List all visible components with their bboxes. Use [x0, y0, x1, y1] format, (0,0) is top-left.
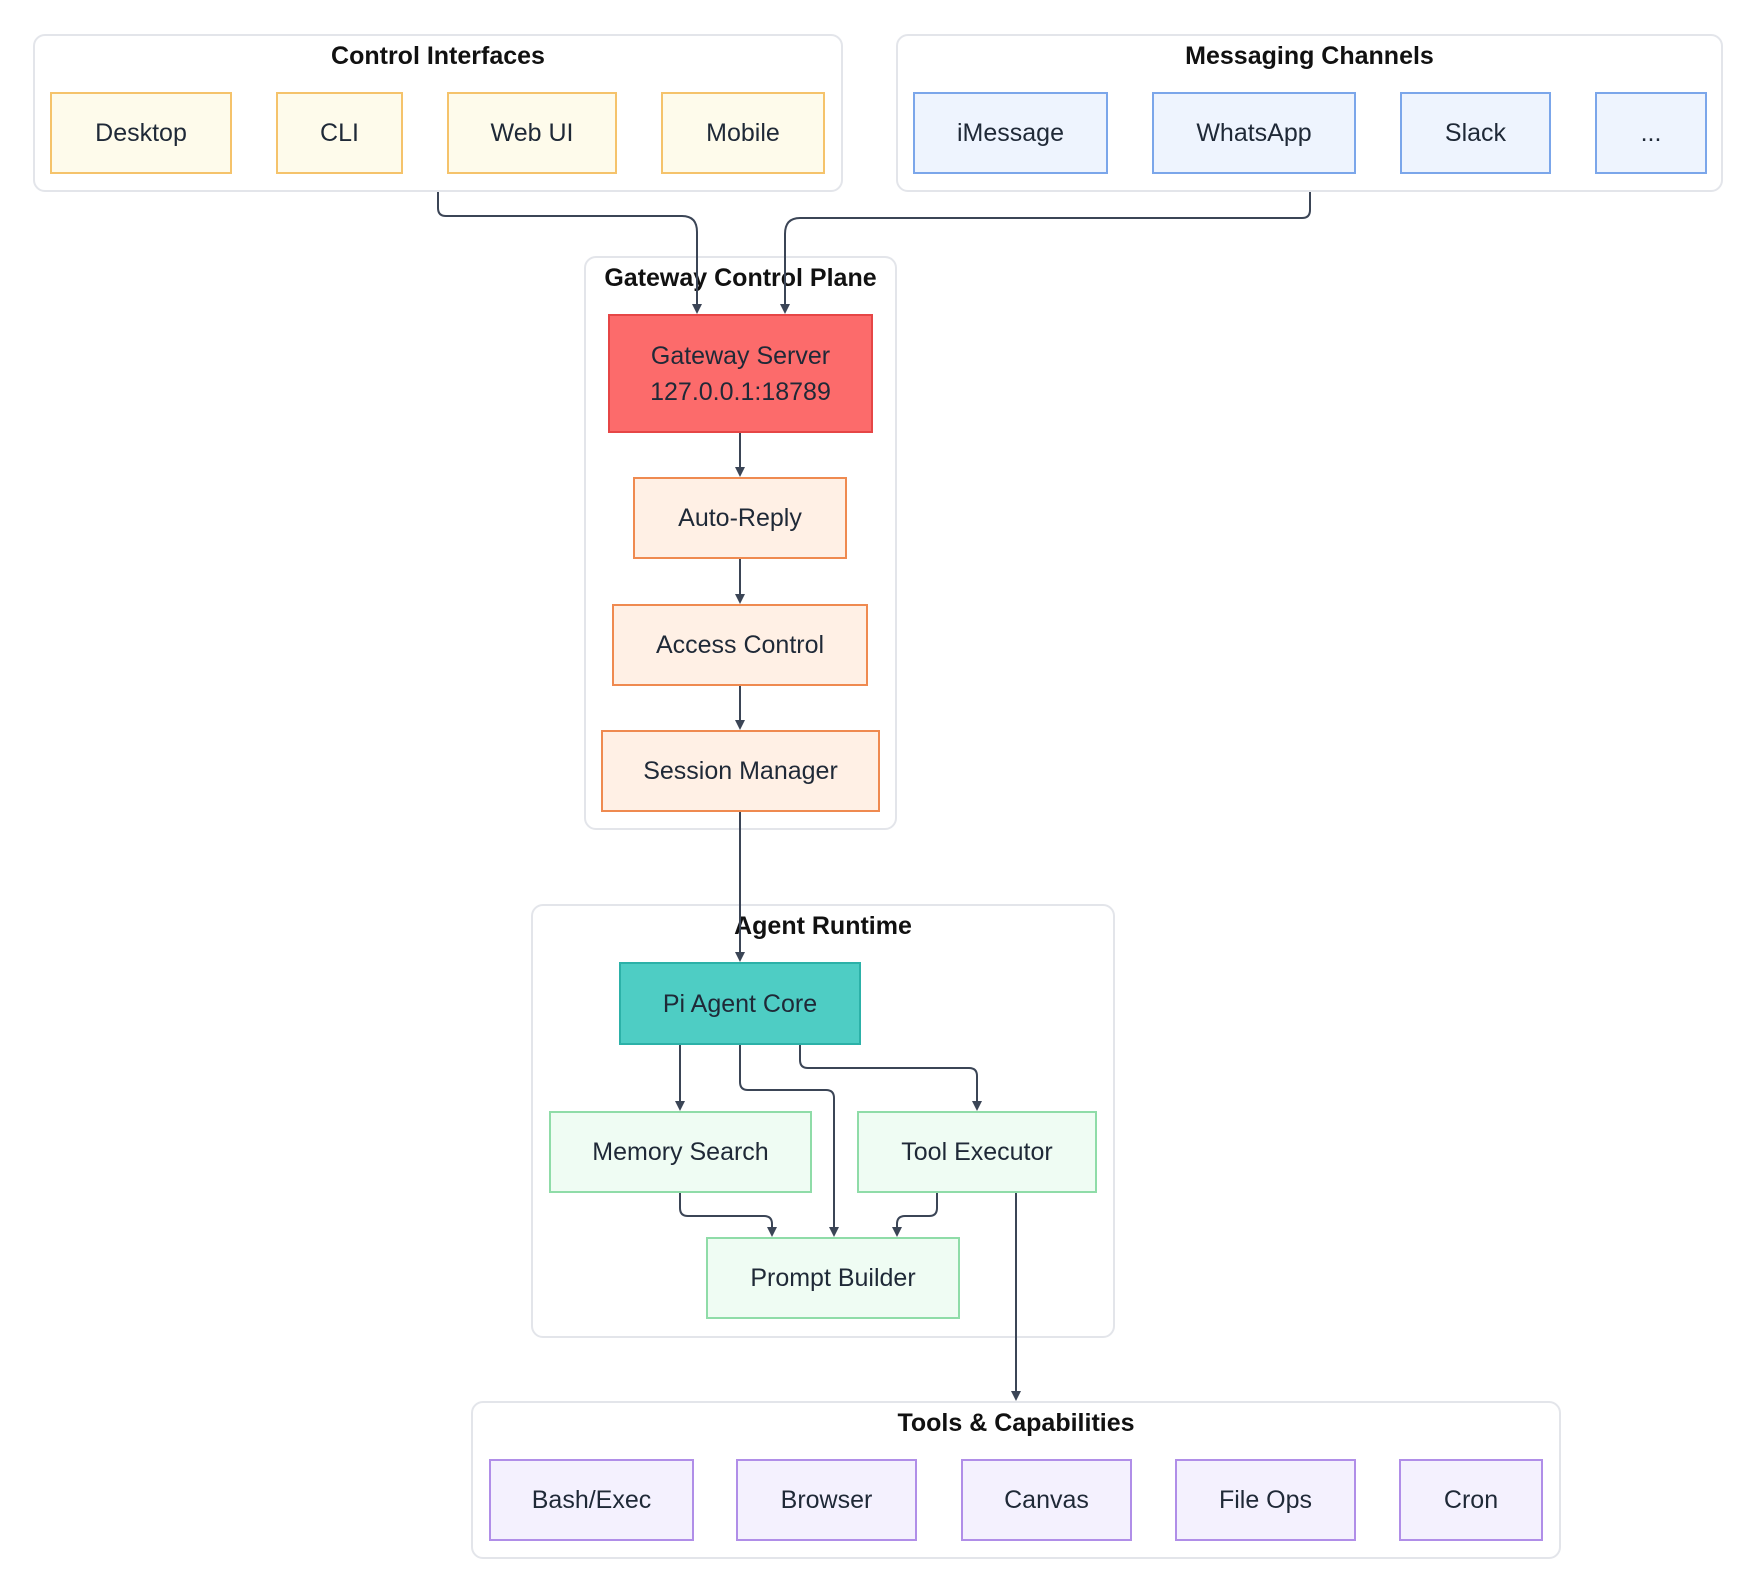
- node-tool-executor[interactable]: Tool Executor: [857, 1111, 1097, 1193]
- node-access-control[interactable]: Access Control: [612, 604, 868, 686]
- node-auto-reply[interactable]: Auto-Reply: [633, 477, 847, 559]
- node-browser[interactable]: Browser: [736, 1459, 917, 1541]
- group-title-control-interfaces: Control Interfaces: [331, 42, 545, 70]
- group-title-messaging-channels: Messaging Channels: [1185, 42, 1434, 70]
- group-title-gateway-control-plane: Gateway Control Plane: [604, 264, 877, 292]
- node-pi-agent-core[interactable]: Pi Agent Core: [619, 962, 861, 1045]
- node-bash-exec[interactable]: Bash/Exec: [489, 1459, 694, 1541]
- node-memory-search[interactable]: Memory Search: [549, 1111, 812, 1193]
- node-imessage[interactable]: iMessage: [913, 92, 1108, 174]
- node-prompt-builder[interactable]: Prompt Builder: [706, 1237, 960, 1319]
- node-cli[interactable]: CLI: [276, 92, 403, 174]
- node-file-ops[interactable]: File Ops: [1175, 1459, 1356, 1541]
- node-mobile[interactable]: Mobile: [661, 92, 825, 174]
- node-desktop[interactable]: Desktop: [50, 92, 232, 174]
- node-canvas[interactable]: Canvas: [961, 1459, 1132, 1541]
- node-session-manager[interactable]: Session Manager: [601, 730, 880, 812]
- node-web-ui[interactable]: Web UI: [447, 92, 617, 174]
- node-cron[interactable]: Cron: [1399, 1459, 1543, 1541]
- group-title-tools-capabilities: Tools & Capabilities: [897, 1409, 1135, 1437]
- node-more-channels[interactable]: ...: [1595, 92, 1707, 174]
- group-title-agent-runtime: Agent Runtime: [734, 912, 912, 940]
- gateway-server-label: Gateway Server: [650, 341, 831, 370]
- node-slack[interactable]: Slack: [1400, 92, 1551, 174]
- node-whatsapp[interactable]: WhatsApp: [1152, 92, 1356, 174]
- gateway-server-address: 127.0.0.1:18789: [650, 377, 831, 406]
- node-gateway-server[interactable]: Gateway Server 127.0.0.1:18789: [608, 314, 873, 433]
